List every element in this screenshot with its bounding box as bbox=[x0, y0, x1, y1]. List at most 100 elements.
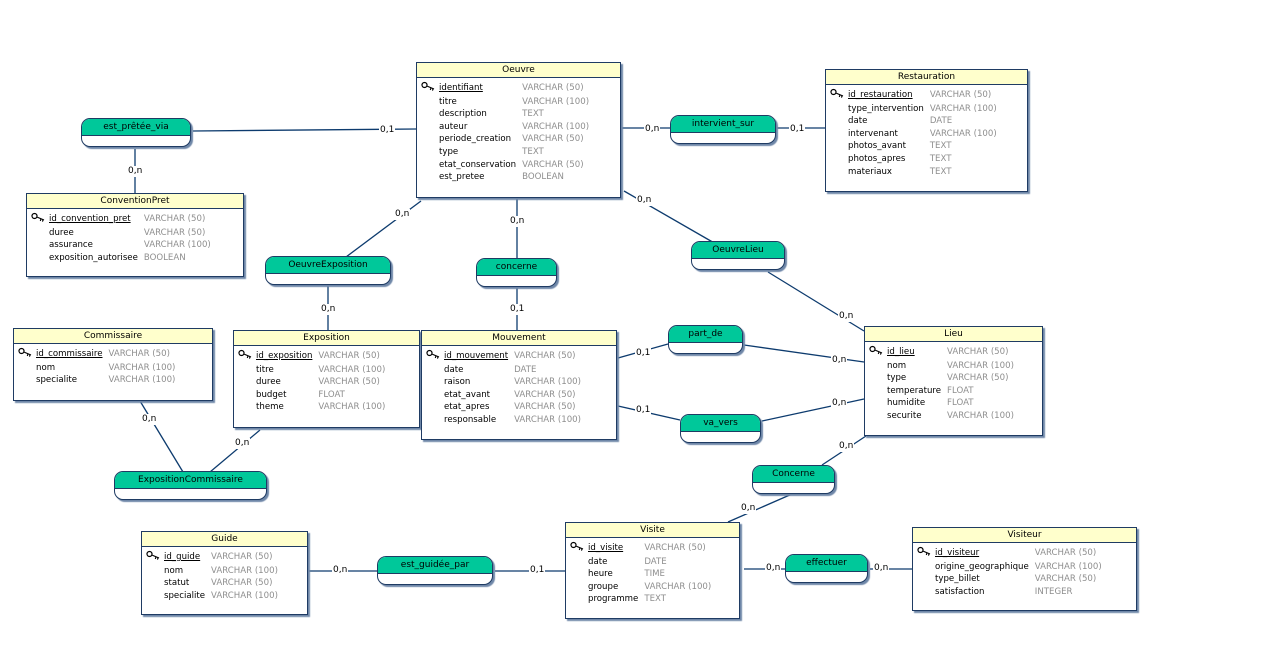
attribute-type: VARCHAR (100) bbox=[108, 375, 176, 386]
attribute-type: VARCHAR (50) bbox=[318, 351, 380, 361]
assoc-concerne[interactable]: concerne bbox=[476, 258, 557, 287]
assoc-effectuer[interactable]: effectuer bbox=[785, 554, 868, 583]
attribute-type: VARCHAR (50) bbox=[1034, 548, 1097, 558]
assoc-intervient-sur[interactable]: intervient_sur bbox=[670, 115, 776, 144]
attribute-name: date bbox=[848, 116, 868, 127]
entity-title: ConventionPret bbox=[27, 194, 243, 209]
attribute-name: assurance bbox=[49, 240, 93, 251]
attribute-name: humidite bbox=[887, 398, 926, 409]
cardinality-label: 0,1 bbox=[379, 125, 396, 136]
cardinality-label: 0,n bbox=[838, 311, 855, 322]
attribute-type: BOOLEAN bbox=[143, 252, 186, 263]
entity-title: Commissaire bbox=[14, 329, 212, 344]
assoc-concerne-visite[interactable]: Concerne bbox=[752, 465, 835, 494]
assoc-label: effectuer bbox=[786, 555, 867, 572]
attribute-type: FLOAT bbox=[947, 398, 974, 409]
attribute-type: TEXT bbox=[522, 146, 544, 157]
entity-title: Mouvement bbox=[422, 331, 616, 346]
assoc-oeuvre-exposition[interactable]: OeuvreExposition bbox=[265, 256, 391, 285]
assoc-label: va_vers bbox=[681, 415, 760, 432]
attribute-type: VARCHAR (50) bbox=[211, 578, 273, 589]
assoc-part-de[interactable]: part_de bbox=[668, 325, 743, 354]
attribute-name: id_lieu bbox=[887, 347, 915, 357]
attribute-row: auteur VARCHAR (100) bbox=[421, 121, 595, 134]
attribute-type: VARCHAR (50) bbox=[929, 90, 992, 100]
attribute-name: photos_avant bbox=[848, 141, 906, 152]
attribute-name: identifiant bbox=[439, 83, 483, 93]
cardinality-label: 0,n bbox=[740, 503, 757, 514]
attribute-name: origine_geographique bbox=[935, 561, 1029, 572]
key-icon bbox=[830, 88, 844, 98]
attribute-name: programme bbox=[588, 594, 639, 605]
attribute-type: VARCHAR (50) bbox=[514, 389, 576, 400]
assoc-oeuvre-lieu[interactable]: OeuvreLieu bbox=[691, 241, 785, 270]
attribute-type: FLOAT bbox=[318, 389, 345, 400]
attribute-type: VARCHAR (100) bbox=[514, 414, 581, 425]
attribute-name: auteur bbox=[439, 121, 468, 132]
attribute-name: est_pretee bbox=[439, 172, 485, 183]
key-icon bbox=[570, 541, 584, 551]
cardinality-label: 0,1 bbox=[635, 405, 652, 416]
attribute-type: VARCHAR (100) bbox=[522, 96, 590, 107]
entity-title: Guide bbox=[142, 532, 307, 547]
attribute-type: VARCHAR (100) bbox=[522, 121, 590, 132]
assoc-est-guidee-par[interactable]: est_guidée_par bbox=[377, 556, 493, 585]
attribute-type: TEXT bbox=[644, 594, 667, 605]
key-icon bbox=[869, 345, 883, 355]
assoc-label: part_de bbox=[669, 326, 742, 343]
attribute-row: id_lieu VARCHAR (50) bbox=[869, 345, 1020, 360]
attribute-type: VARCHAR (100) bbox=[514, 377, 581, 388]
cardinality-label: 0,n bbox=[838, 441, 855, 452]
attribute-name: raison bbox=[444, 377, 471, 388]
attribute-name: description bbox=[439, 109, 487, 120]
assoc-est-pretee-via[interactable]: est_prêtée_via bbox=[81, 118, 191, 147]
attribute-name: nom bbox=[36, 362, 56, 373]
attribute-type: VARCHAR (50) bbox=[644, 543, 706, 553]
attribute-type: VARCHAR (50) bbox=[143, 214, 206, 224]
assoc-va-vers[interactable]: va_vers bbox=[680, 414, 761, 443]
attribute-name: id_visiteur bbox=[935, 548, 980, 558]
cardinality-label: 0,n bbox=[765, 563, 782, 574]
key-icon bbox=[917, 546, 931, 556]
attribute-name: titre bbox=[256, 364, 274, 375]
assoc-exposition-commissaire[interactable]: ExpositionCommissaire bbox=[114, 471, 267, 500]
attribute-type: VARCHAR (100) bbox=[211, 590, 278, 601]
attribute-name: type bbox=[887, 373, 907, 384]
key-icon bbox=[238, 349, 252, 359]
assoc-label: est_prêtée_via bbox=[82, 119, 190, 136]
attribute-type: VARCHAR (50) bbox=[947, 347, 1009, 357]
attribute-name: duree bbox=[256, 377, 281, 388]
attribute-name: groupe bbox=[588, 581, 619, 592]
